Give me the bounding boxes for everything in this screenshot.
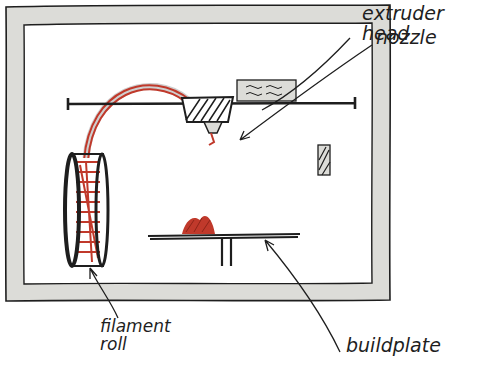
object-hatch — [186, 218, 210, 232]
leader-arrow — [240, 45, 372, 140]
nozzle-tip — [204, 122, 222, 133]
leader-arrow — [265, 240, 340, 352]
side-knob — [318, 145, 330, 175]
build-plate — [148, 234, 300, 239]
plate-stand — [222, 238, 231, 266]
part-label: filament roll — [100, 318, 195, 354]
display-panel — [237, 80, 296, 101]
filament-strand — [84, 85, 190, 160]
printed-object — [182, 216, 215, 234]
filament-spool — [65, 154, 108, 266]
extruder-hatch — [186, 98, 230, 121]
frame-outline — [6, 5, 391, 301]
printer-frame — [6, 6, 390, 300]
knob-hatch — [319, 147, 330, 175]
display-squiggle — [246, 86, 282, 96]
leader-arrow — [90, 268, 118, 318]
part-label: buildplate — [346, 336, 481, 356]
leader-line — [262, 38, 350, 110]
nozzle-filament — [209, 133, 214, 145]
frame-inner-outline — [24, 23, 373, 284]
part-label: nozzle — [376, 28, 481, 48]
extruder-head — [182, 97, 233, 122]
filament-shadow — [86, 86, 188, 158]
